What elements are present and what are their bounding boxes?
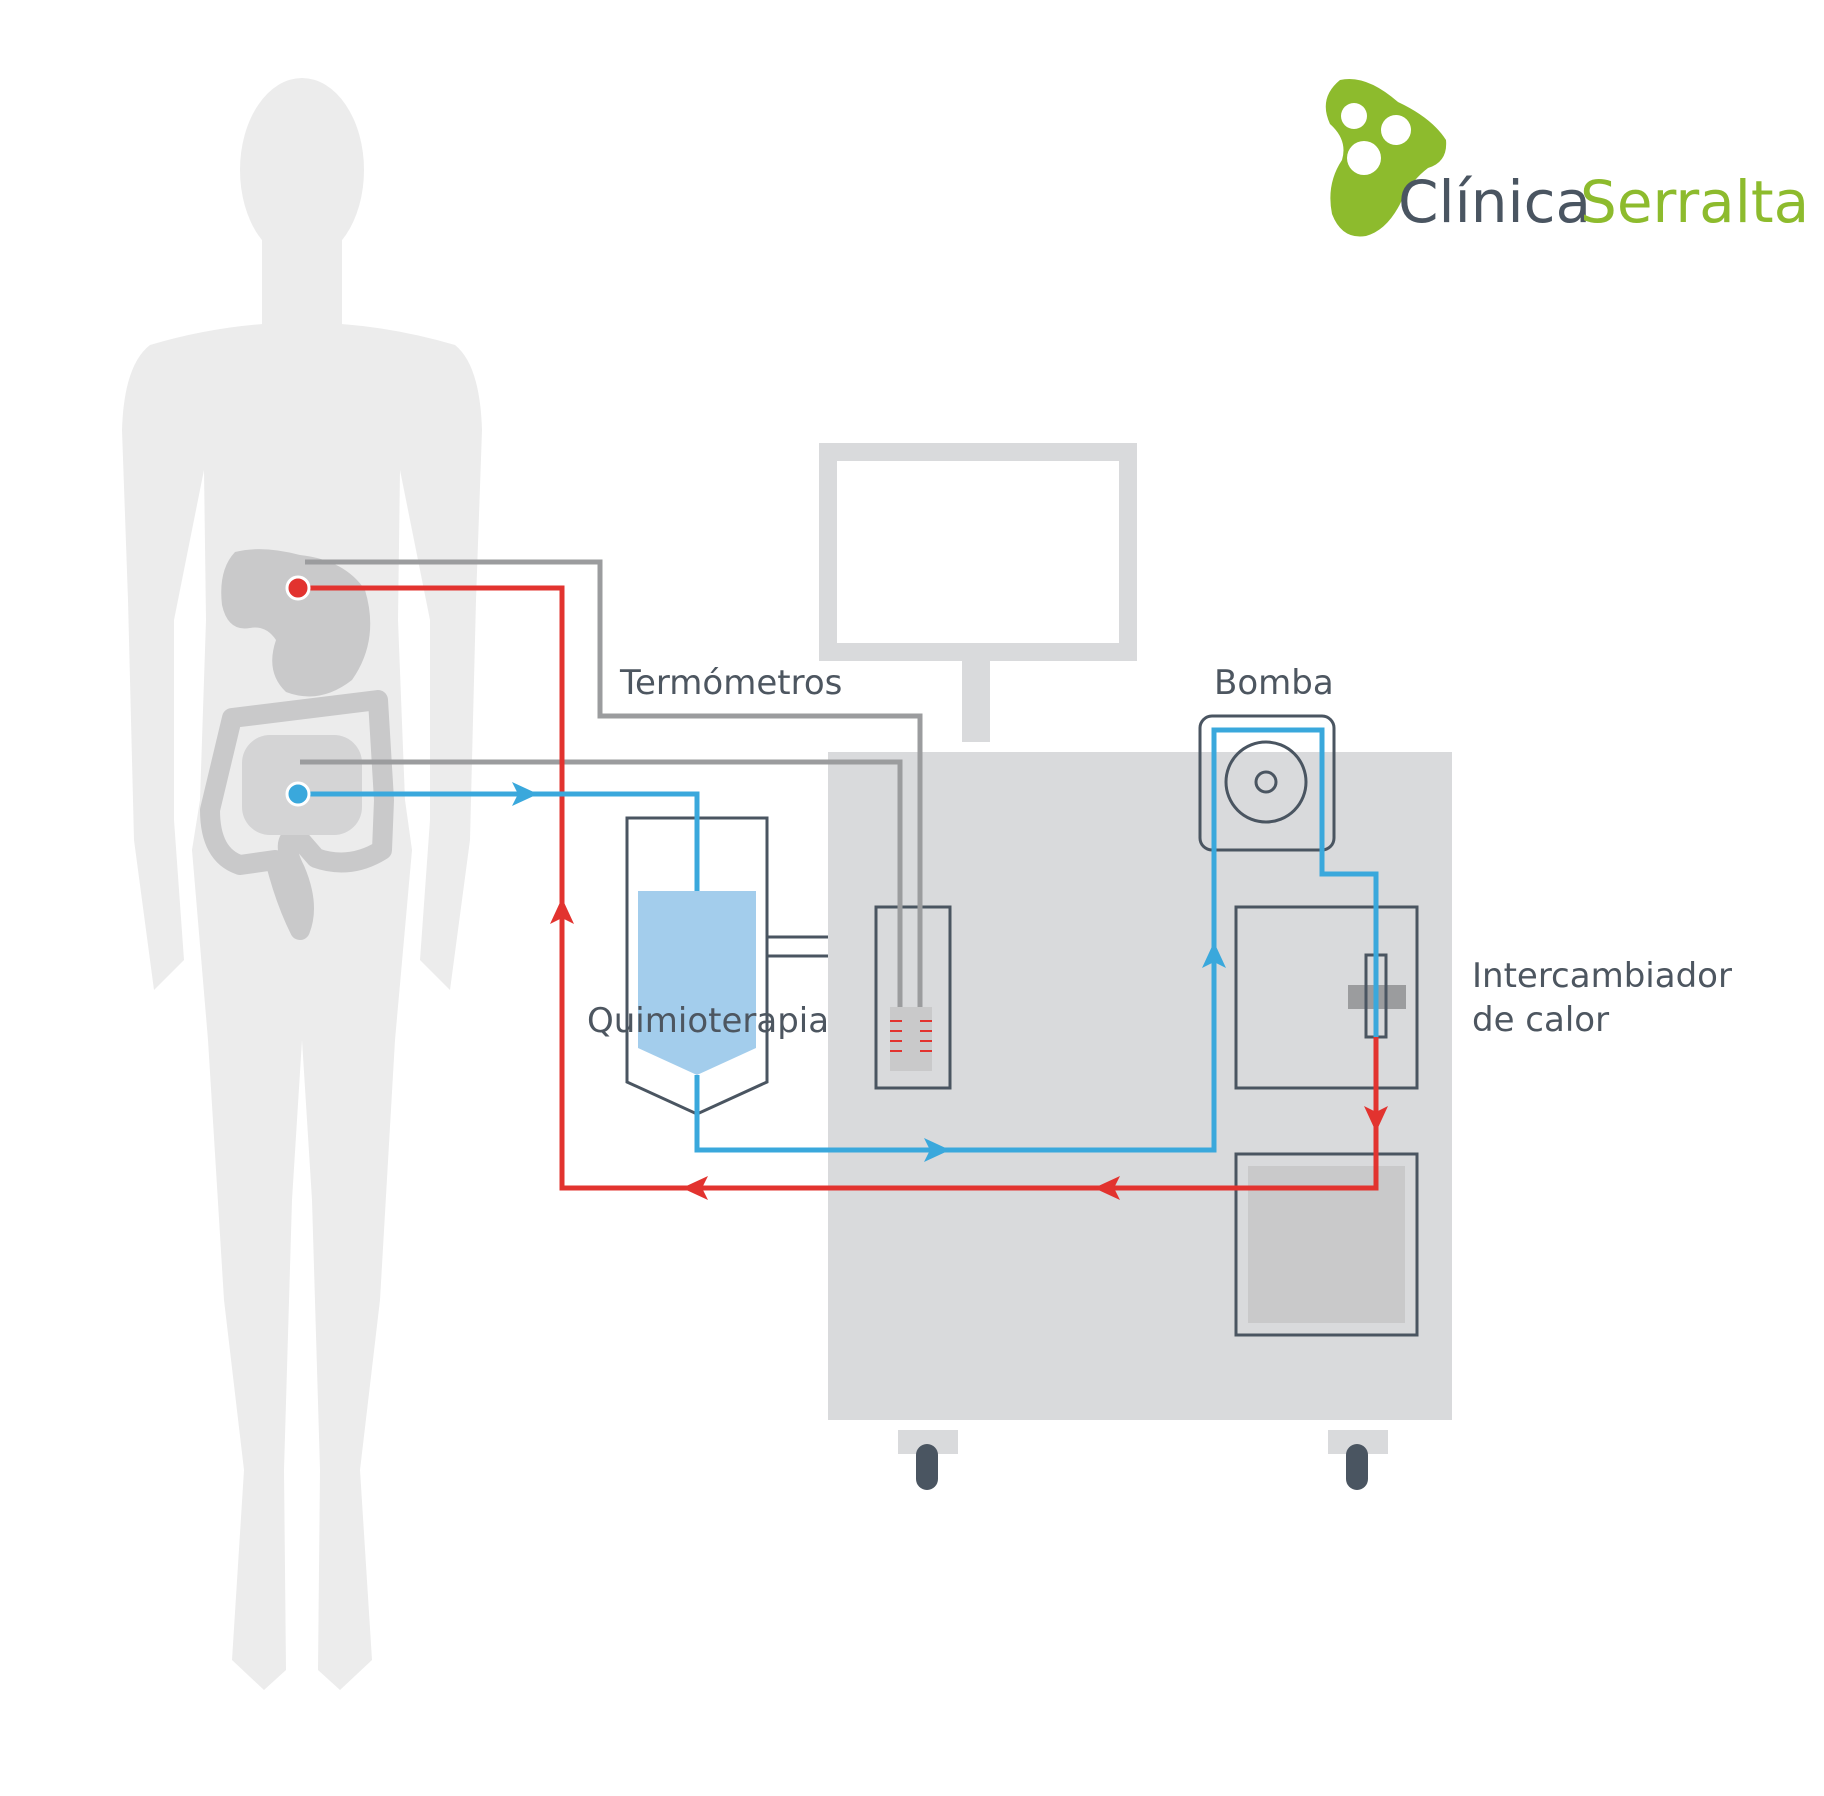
perfusion-machine	[819, 443, 1452, 1490]
label-chemotherapy: Quimioterapia	[587, 1001, 829, 1041]
brand-logo: Clínica Serralta	[1325, 78, 1809, 237]
wheel-right	[1346, 1444, 1368, 1490]
label-pump: Bomba	[1214, 663, 1334, 703]
arrow-up	[550, 898, 574, 924]
chemo-outline	[625, 816, 769, 1116]
inflow-circuit	[300, 727, 1379, 1153]
three-circles-blob-logo	[1325, 78, 1447, 237]
arrow-right-1	[512, 782, 538, 806]
monitor-stand	[962, 658, 990, 742]
monitor-screen	[819, 443, 1137, 661]
arrow-left-2	[1094, 1176, 1120, 1200]
chemo-connector	[767, 935, 828, 958]
human-silhouette	[122, 78, 482, 1690]
chemotherapy-reservoir	[625, 816, 828, 1116]
heat-exchanger-box	[1234, 905, 1419, 1090]
reservoir-tank	[1234, 1152, 1419, 1337]
arrow-down	[1364, 1106, 1388, 1132]
arrow-left-1	[682, 1176, 708, 1200]
pump-hub	[1254, 770, 1278, 794]
arrow-right-2	[924, 1138, 950, 1162]
thermometer-lines	[300, 559, 923, 1007]
wheel-left	[916, 1444, 938, 1490]
label-heat-exchanger-line1: Intercambiador	[1472, 956, 1732, 996]
reservoir-fill	[1248, 1166, 1405, 1323]
pump-rotor	[1224, 740, 1308, 824]
chemo-fill	[638, 891, 756, 1075]
outflow-circuit	[300, 585, 1379, 1191]
brand-name-part2: Serralta	[1580, 168, 1809, 236]
thermometer-ticks	[890, 1020, 932, 1052]
thermometer-bulb	[890, 1007, 932, 1071]
brand-name-part1: Clínica	[1398, 168, 1591, 236]
outflow-catheter-tip	[285, 575, 311, 601]
arrow-up-pump	[1202, 942, 1226, 968]
inflow-catheter-tip	[285, 781, 311, 807]
large-intestine	[200, 690, 394, 940]
outflow-arrows	[550, 898, 1388, 1200]
pump-housing	[1198, 714, 1336, 852]
label-heat-exchanger-line2: de calor	[1472, 1000, 1609, 1040]
thermometer-housing	[874, 905, 952, 1090]
label-thermometers: Termómetros	[619, 663, 842, 703]
inflow-arrows	[512, 782, 1226, 1162]
